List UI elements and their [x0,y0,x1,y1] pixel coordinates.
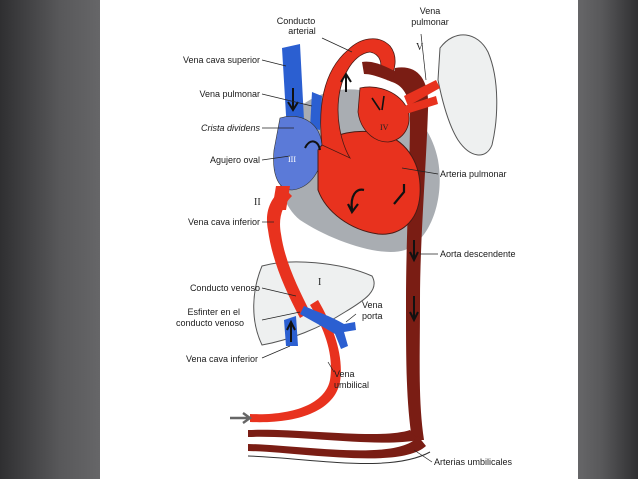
flow-arrow-umbilical [230,412,253,424]
flow-arrow-la [371,95,385,111]
flow-arrow-ra [304,140,321,151]
pulmonary-vein-lower [404,96,438,114]
flow-arrow-svc [287,88,299,112]
label-crista-dividens: Crista dividens [201,123,261,133]
label-vena-cava-inferior-1: Vena cava inferior [188,217,260,227]
flow-arrow-aorta-2 [409,296,419,323]
flow-arrow-rv [393,184,406,205]
left-atrium [357,86,410,143]
pulmonary-vein-left [310,92,322,130]
flow-arrow-ivc [286,319,296,342]
right-atrium [273,116,323,191]
umbilical-artery-lower [248,436,426,459]
pulmonary-vein-top [404,80,440,106]
label-vena-pulmonar-top-2: pulmonar [411,17,449,27]
inferior-vena-cava-upper [272,186,290,210]
label-vena-pulmonar-left: Vena pulmonar [199,89,260,99]
lung [437,34,498,156]
label-esfinter-2: conducto venoso [176,318,244,328]
label-aorta-descendente: Aorta descendente [440,249,516,259]
portal-vein [300,306,356,349]
flow-arrow-lv [347,188,365,215]
label-arterias-umbilicales: Arterias umbilicales [434,457,513,467]
label-conducto-arterial-1: Conducto [277,16,316,26]
label-vena-cava-superior: Vena cava superior [183,55,260,65]
umbilical-artery-upper [248,429,418,443]
marker-ii: II [254,197,261,208]
leader-lines [261,33,439,463]
label-vena-porta-2: porta [362,311,383,321]
label-vena-porta-1: Vena [362,300,383,310]
label-esfinter-1: Esfinter en el [187,307,240,317]
marker-iii: III [288,155,296,164]
ductus-arteriosus [362,61,396,82]
label-vena-umbilical-2: umbilical [334,380,369,390]
label-agujero-oval: Agujero oval [210,155,260,165]
label-conducto-venoso: Conducto venoso [190,283,260,293]
marker-i: I [318,277,321,288]
umbilical-artery-outline [247,451,431,464]
flow-arrow-arch [340,72,352,92]
marker-iv: IV [380,123,389,132]
label-conducto-arterial-2: arterial [288,26,316,36]
ductus-venosus [266,188,310,318]
slide-left-margin [0,0,100,479]
label-vena-umbilical-1: Vena [334,369,355,379]
slide-right-margin [578,0,638,479]
marker-v: V [416,42,424,53]
label-arteria-pulmonar: Arteria pulmonar [440,169,507,179]
label-vena-pulmonar-top-1: Vena [420,6,441,16]
label-vena-cava-inferior-2: Vena cava inferior [186,354,258,364]
flow-arrow-aorta-1 [409,240,419,263]
